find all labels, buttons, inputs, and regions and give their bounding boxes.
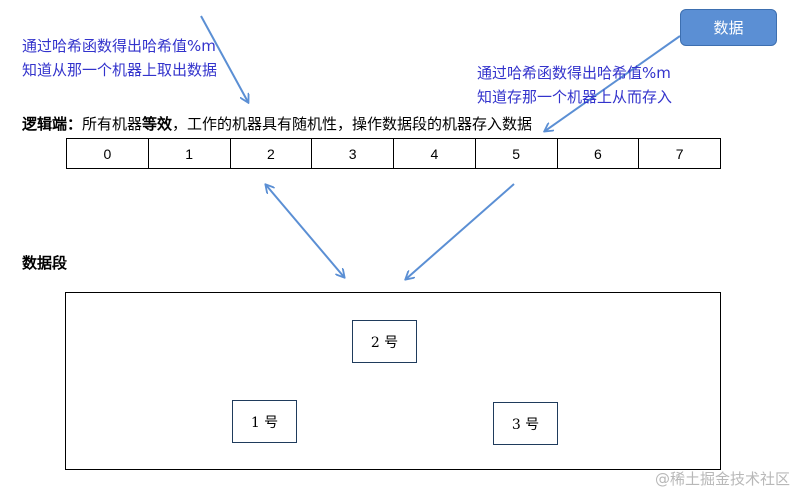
lookup-arrow — [200, 15, 248, 102]
machine-slots: 0 1 2 3 4 5 6 7 — [66, 138, 721, 169]
lookup-note-line1: 通过哈希函数得出哈希值%m — [22, 37, 216, 55]
slot-1: 1 — [149, 139, 231, 168]
data-segment-box: 2 号 1 号 3 号 — [65, 292, 721, 470]
node-3: 3 号 — [493, 402, 558, 445]
logic-description: 逻辑端：所有机器等效，工作的机器具有随机性，操作数据段的机器存入数据 — [22, 113, 532, 134]
store-arrow — [545, 35, 681, 131]
slot-5: 5 — [476, 139, 558, 168]
lookup-note: 通过哈希函数得出哈希值%m 知道从那一个机器上取出数据 — [22, 34, 217, 82]
slot5-segment-arrow — [406, 183, 515, 279]
slot-segment-double-arrow — [266, 185, 344, 277]
slot-2: 2 — [231, 139, 313, 168]
logic-text-b: ，工作的机器具有随机性，操作数据段的机器存入数据 — [172, 115, 533, 133]
watermark: @稀土掘金技术社区 — [654, 470, 790, 488]
logic-text-a: 所有机器 — [82, 115, 143, 133]
slot-7: 7 — [675, 145, 684, 162]
node-2: 2 号 — [352, 320, 417, 363]
lookup-note-line2: 知道从那一个机器上取出数据 — [22, 61, 218, 79]
slot-0: 0 — [67, 139, 149, 168]
slot-6: 6 — [558, 139, 640, 168]
segment-title: 数据段 — [22, 254, 68, 272]
data-button[interactable]: 数据 — [680, 9, 777, 46]
slot-4: 4 — [394, 139, 476, 168]
store-note-line2: 知道存那一个机器上从而存入 — [477, 88, 673, 106]
node-1: 1 号 — [232, 400, 297, 443]
logic-label: 逻辑端： — [22, 115, 83, 133]
store-note: 通过哈希函数得出哈希值%m 知道存那一个机器上从而存入 — [477, 61, 672, 109]
store-note-line1: 通过哈希函数得出哈希值%m — [477, 64, 671, 82]
slot-3: 3 — [312, 139, 394, 168]
logic-text-bold: 等效 — [142, 115, 173, 133]
